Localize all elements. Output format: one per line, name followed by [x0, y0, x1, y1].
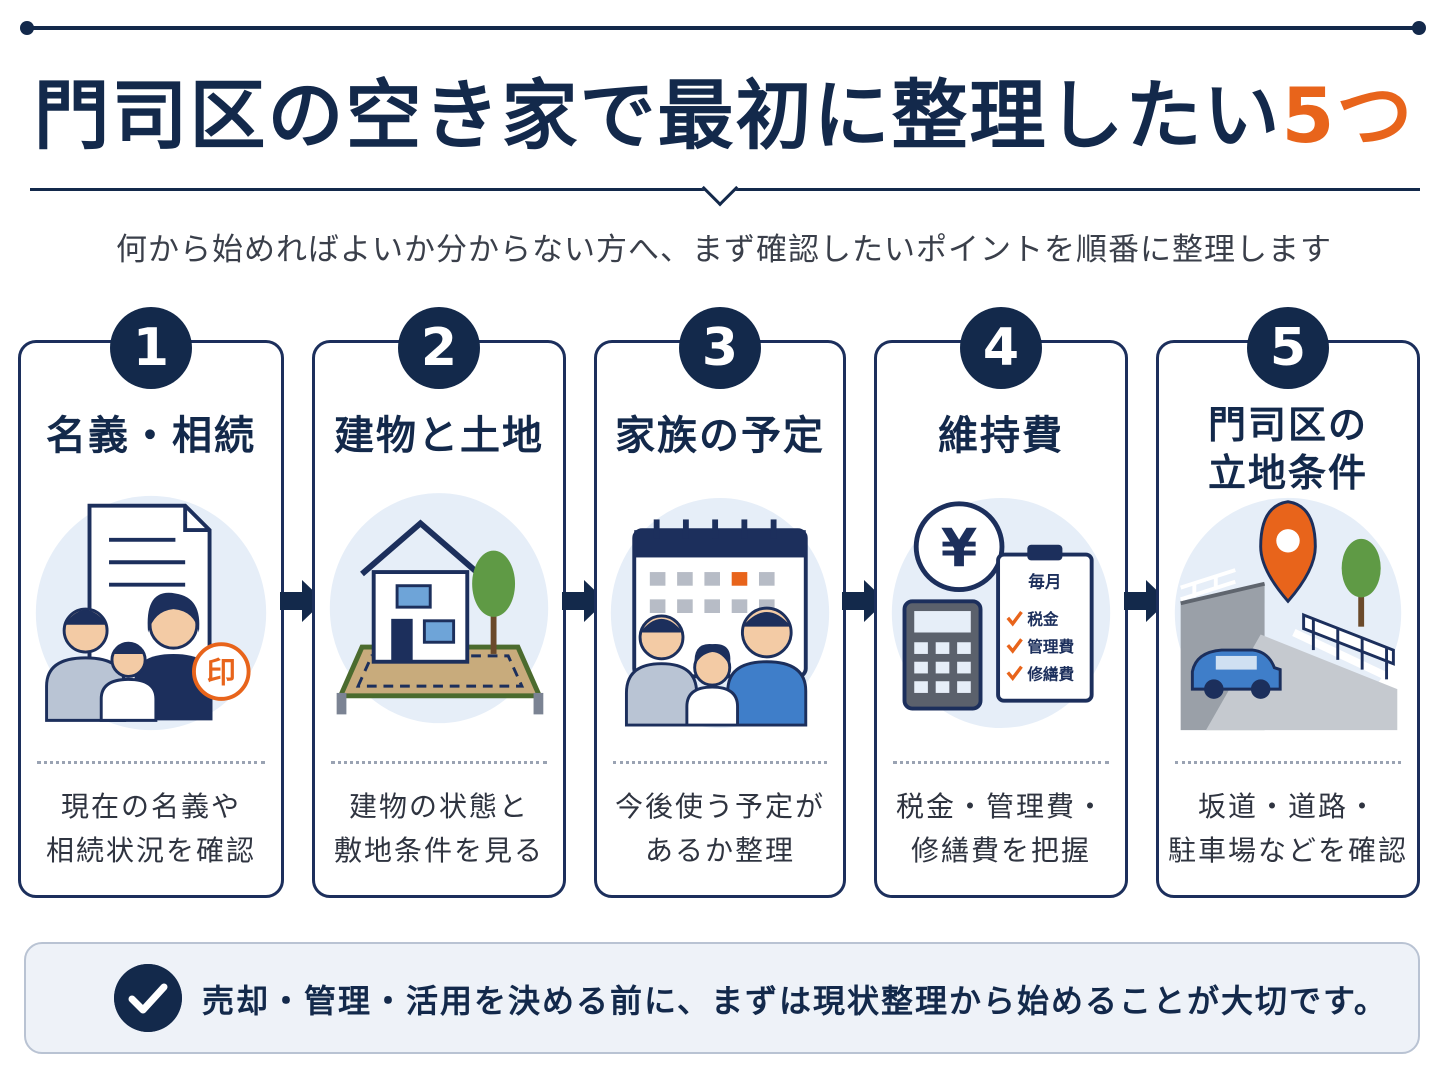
divider [1175, 761, 1401, 764]
step-title-line: 家族の予定 [615, 413, 825, 459]
checklist-item: 修繕費 [1026, 664, 1074, 683]
step-desc-line: 建物の状態と [348, 790, 529, 823]
step-card-3: 3 家族の予定 今後使う予定が あるか整理 [594, 307, 846, 898]
step-number-badge: 5 [1247, 307, 1329, 389]
step-title-line: 立地条件 [1207, 451, 1368, 495]
divider [893, 761, 1109, 764]
rule-dot-left [20, 21, 34, 35]
title-accent: 5つ [1281, 71, 1415, 160]
step-description: 坂道・道路・ 駐車場などを確認 [1159, 785, 1417, 873]
step-desc-line: あるか整理 [644, 834, 795, 867]
divider [331, 761, 547, 764]
document-family-seal-icon: 印 [29, 483, 273, 743]
step-title-line: 名義・相続 [46, 413, 256, 459]
summary-text: 売却・管理・活用を決める前に、まずは現状整理から始めることが大切です。 [202, 982, 1388, 1020]
step-desc-line: 相続状況を確認 [45, 834, 256, 867]
step-card-1: 1 名義・相続 印 現在の名義や 相続状況を確認 [18, 307, 284, 898]
summary-banner: 売却・管理・活用を決める前に、まずは現状整理から始めることが大切です。 [24, 942, 1420, 1054]
divider [613, 761, 827, 764]
step-desc-line: 税金・管理費・ [895, 790, 1106, 823]
house-lot-icon [323, 483, 555, 743]
yen-symbol: ¥ [941, 518, 978, 579]
step-desc-line: 今後使う予定が [614, 790, 825, 823]
step-title-line: 維持費 [938, 413, 1064, 459]
yen-calculator-checklist-icon: ¥ 毎月 税金 管理費 修繕費 [885, 483, 1117, 743]
step-card-2: 2 建物と土地 建物の状態と 敷地条件を見る [312, 307, 566, 898]
calendar-family-icon [605, 483, 835, 743]
step-card-5: 5 門司区の 立地条件 [1156, 307, 1420, 898]
step-number-badge: 4 [960, 307, 1042, 389]
check-circle-icon [114, 964, 182, 1032]
title-main: 門司区の空き家で最初に整理したい [33, 71, 1282, 160]
step-card-4: 4 維持費 ¥ 毎月 税金 管理費 修繕費 [874, 307, 1128, 898]
top-rule [20, 21, 1426, 35]
page-title: 門司区の空き家で最初に整理したい5つ [0, 68, 1448, 164]
step-desc-line: 坂道・道路・ [1197, 790, 1378, 823]
checklist-title: 毎月 [1028, 572, 1061, 592]
divider [37, 761, 265, 764]
title-underline-notch [701, 169, 739, 207]
step-desc-line: 修繕費を把握 [910, 834, 1091, 867]
seal-text: 印 [207, 655, 236, 689]
step-description: 建物の状態と 敷地条件を見る [315, 785, 563, 873]
step-desc-line: 駐車場などを確認 [1167, 834, 1408, 867]
step-title-line: 門司区の [1207, 403, 1368, 447]
step-desc-line: 現在の名義や [60, 790, 241, 823]
subtitle: 何から始めればよいか分からない方へ、まず確認したいポイントを順番に整理します [116, 232, 1332, 268]
step-number-badge: 3 [679, 307, 761, 389]
step-title: 家族の予定 [597, 411, 843, 461]
step-desc-line: 敷地条件を見る [333, 834, 544, 867]
map-pin-road-car-icon [1167, 483, 1409, 743]
step-description: 現在の名義や 相続状況を確認 [21, 785, 281, 873]
step-description: 税金・管理費・ 修繕費を把握 [877, 785, 1125, 873]
step-number-badge: 2 [398, 307, 480, 389]
checklist-item: 管理費 [1027, 637, 1074, 656]
step-title-line: 建物と土地 [334, 413, 544, 459]
step-title: 門司区の 立地条件 [1159, 401, 1417, 497]
checklist-item: 税金 [1027, 610, 1059, 629]
step-title: 維持費 [877, 411, 1125, 461]
step-title: 名義・相続 [21, 411, 281, 461]
rule-dot-right [1412, 21, 1426, 35]
step-title: 建物と土地 [315, 411, 563, 461]
step-description: 今後使う予定が あるか整理 [597, 785, 843, 873]
step-number-badge: 1 [110, 307, 192, 389]
